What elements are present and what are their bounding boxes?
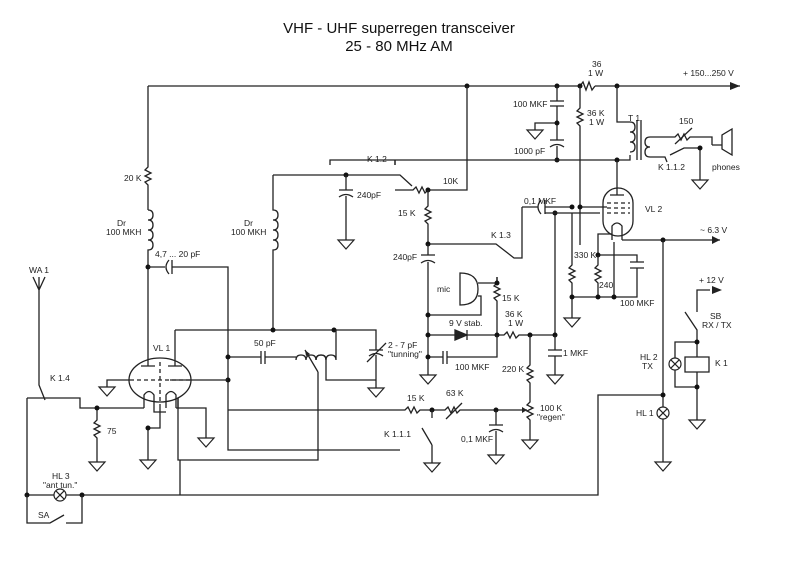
- k1-label: K 1: [715, 358, 728, 368]
- dr2-value: 100 MKH: [231, 227, 266, 237]
- r220k-label: 220 K: [502, 364, 525, 374]
- r36k-value: 1 W: [589, 117, 604, 127]
- cap-tune-label: 2 - 7 pF: [388, 340, 417, 350]
- r20k-label: 20 K: [124, 173, 142, 183]
- r75-label: 75: [107, 426, 117, 436]
- dr1-value: 100 MKH: [106, 227, 141, 237]
- pot-100k-label: 100 K: [540, 403, 563, 413]
- r36k-b-value: 1 W: [508, 318, 523, 328]
- cap-tune-note: "tunning": [388, 349, 422, 359]
- cap-100mkf-mid-label: 100 MKF: [455, 362, 490, 372]
- vl1-label: VL 1: [153, 343, 170, 353]
- cap-1000pf-label: 1000 pF: [514, 146, 545, 156]
- antenna-section: [26, 276, 106, 495]
- relay-contact-k12: [394, 86, 468, 195]
- cap-01mkf-b-label: 0,1 MKF: [461, 434, 493, 444]
- resistor-36k-1w: [575, 86, 585, 245]
- r150-label: 150: [679, 116, 693, 126]
- relay-control: [654, 240, 722, 472]
- tank-circuit: [170, 327, 387, 461]
- modulator-section: [425, 272, 564, 400]
- pot-regen-label: "regen": [537, 412, 565, 422]
- headphones-icon: [712, 127, 733, 157]
- k111-label: K 1.1.1: [384, 429, 411, 439]
- r36k-b-ref: 36 K: [505, 309, 523, 319]
- variable-arrow: [674, 127, 693, 145]
- cap-1mkf-label: 1 MKF: [563, 348, 588, 358]
- r15k-b-label: 15 K: [407, 393, 425, 403]
- cap-50pf-label: 50 pF: [254, 338, 276, 348]
- hl3-value: "ant tun.": [43, 480, 77, 490]
- r15k-a-label: 15 K: [398, 208, 416, 218]
- r330k-label: 330 K: [574, 250, 597, 260]
- k13-label: K 1.3: [491, 230, 511, 240]
- vl2-label: VL 2: [645, 204, 662, 214]
- sb-ref: SB: [710, 311, 722, 321]
- tube-vl1: [97, 330, 215, 470]
- k12-label: K 1.2: [367, 154, 387, 164]
- r36-value: 1 W: [588, 68, 603, 78]
- r36-ref: 36: [592, 59, 602, 69]
- k14-label: K 1.4: [50, 373, 70, 383]
- antenna-tune-indicator: [24, 394, 663, 524]
- hv-supply-rail: [148, 80, 740, 92]
- wa1-label: WA 1: [29, 265, 49, 275]
- trim-cap-label: 4,7 ... 20 pF: [155, 249, 200, 259]
- r10k-label: 10K: [443, 176, 458, 186]
- microphone-icon: [459, 272, 479, 306]
- zener-label: 9 V stab.: [449, 318, 483, 328]
- transformer-t1: [329, 86, 733, 190]
- cap-100mkf-top-label: 100 MKF: [513, 99, 548, 109]
- vl1-anode-feed: [143, 86, 400, 451]
- hl3-ref: HL 3: [52, 471, 70, 481]
- filament-supply-label: ~ 6.3 V: [700, 225, 728, 235]
- cap-240pf-a-label: 240pF: [357, 190, 381, 200]
- detector-chain: [419, 190, 600, 385]
- dr2-ref: Dr: [244, 218, 253, 228]
- r63k-label: 63 K: [446, 388, 464, 398]
- t1-label: T 1: [628, 113, 640, 123]
- phones-label: phones: [712, 162, 740, 172]
- hl2-ref: HL 2: [640, 352, 658, 362]
- tube-vl2: [563, 160, 720, 328]
- hv-arrow-icon: [730, 82, 740, 90]
- regen-chain: [228, 400, 539, 473]
- r240-label: 240: [599, 280, 613, 290]
- schematic-title: VHF - UHF superregen transceiver: [283, 20, 515, 37]
- cap-01mkf-a-label: 0,1 MKF: [524, 196, 556, 206]
- mic-label: mic: [437, 284, 451, 294]
- dr2-choke: [272, 172, 413, 330]
- dr1-ref: Dr: [117, 218, 126, 228]
- r15k-mic-label: 15 K: [502, 293, 520, 303]
- k112-label: K 1.1.2: [658, 162, 685, 172]
- r36k-ref: 36 K: [587, 108, 605, 118]
- sb-value: RX / TX: [702, 320, 732, 330]
- sa-label: SA: [38, 510, 50, 520]
- cap-240pf-b-label: 240pF: [393, 252, 417, 262]
- resistor-36-1w: [579, 80, 596, 92]
- hv-supply-label: + 150...250 V: [683, 68, 734, 78]
- hl2-value: TX: [642, 361, 653, 371]
- hl1-label: HL 1: [636, 408, 654, 418]
- relay-supply-label: + 12 V: [699, 275, 724, 285]
- cap-100mkf-cath-label: 100 MKF: [620, 298, 655, 308]
- schematic-subtitle: 25 - 80 MHz AM: [345, 38, 453, 55]
